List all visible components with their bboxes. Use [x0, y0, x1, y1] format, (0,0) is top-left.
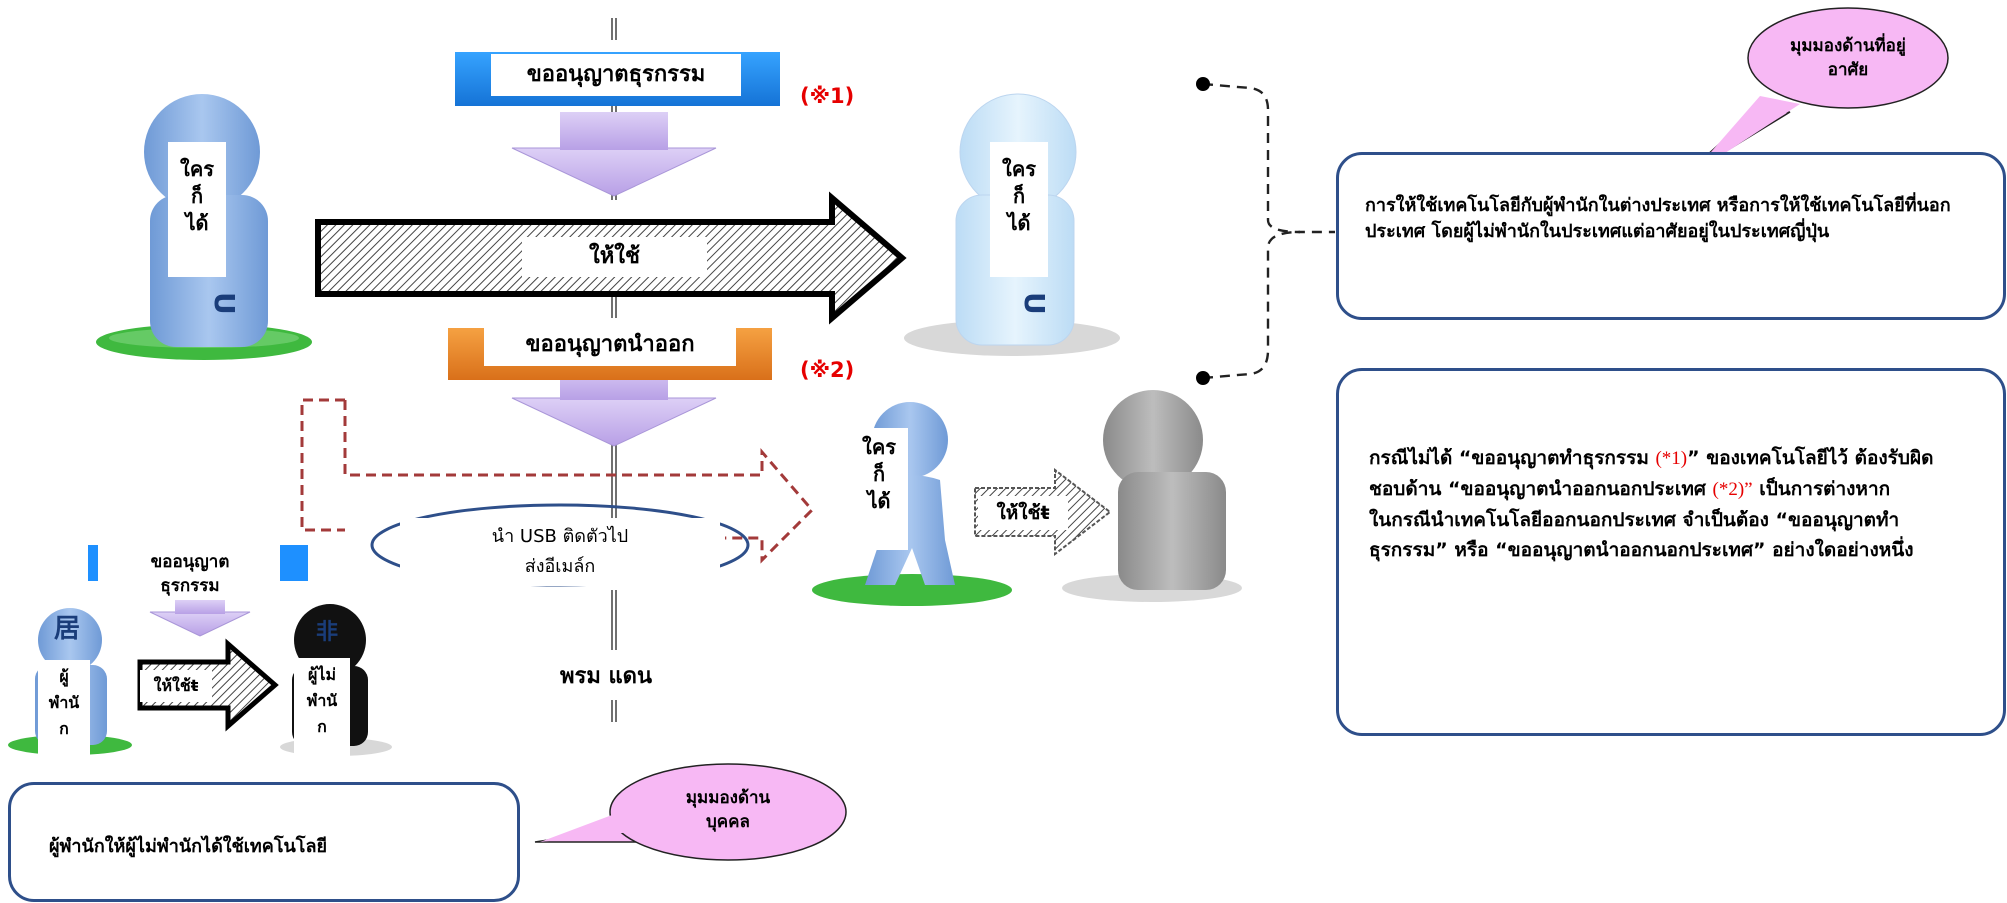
- residence-description-text: การให้ใช้เทคโนโลยีกับผู้พำนักในต่างประเท…: [1365, 195, 1951, 242]
- walker-label: ใคร ก็ ได้: [850, 428, 908, 550]
- svg-text:U: U: [1018, 292, 1051, 315]
- residence-view-label: มุมมองด้านที่อยู่ อาศัย: [1790, 36, 1906, 80]
- mini-bar-right: [280, 545, 308, 581]
- resident-label: ผู้ พำนั ก: [38, 660, 90, 756]
- mini-give-use-label: ให้ใช้ŧ: [140, 670, 212, 702]
- right-person-label: ใคร ก็ ได้: [990, 142, 1048, 277]
- explanation-text-a: กรณีไม่ได้ “ขออนุญาตทำธุรกรรม: [1369, 447, 1656, 469]
- note-2-label: (※2): [800, 358, 855, 382]
- down-arrow-icon: [511, 112, 717, 197]
- down-arrow-icon: [149, 600, 251, 637]
- explanation-paragraph-1: กรณีไม่ได้ “ขออนุญาตทำธุรกรรม (*1)” ของเ…: [1369, 443, 1939, 505]
- explanation-box: กรณีไม่ได้ “ขออนุญาตทำธุรกรรม (*1)” ของเ…: [1336, 368, 2006, 736]
- explanation-note-2: (*2)”: [1712, 479, 1753, 500]
- resident-mark: 居: [54, 614, 81, 644]
- person-description-box: ผู้พำนักให้ผู้ไม่พำนักได้ใช้เทคโนโลยี: [8, 782, 520, 902]
- mini-bar-left: [88, 545, 98, 581]
- explanation-paragraph-2: ในกรณีนำเทคโนโลยีออกนอกประเทศ จำเป็นต้อง…: [1369, 509, 1914, 561]
- border-label: พรม แดน: [560, 664, 652, 689]
- person-view-label: มุมมองด้าน บุคคล: [685, 788, 771, 832]
- person-pillar-icon: [1062, 390, 1242, 602]
- speech-bubble-person: [534, 763, 847, 861]
- export-permit-label: ขออนุญาตนำออก: [484, 324, 736, 366]
- walker-give-use-label: ให้ใช้ŧ: [978, 496, 1068, 530]
- give-use-label: ให้ใช้: [522, 237, 707, 277]
- person-description-text: ผู้พำนักให้ผู้ไม่พำนักได้ใช้เทคโนโลยี: [49, 836, 328, 857]
- explanation-text-b: ” ของเทคโนโลยีไว้ ต้องรับผิดชอบด้าน “ขออ…: [1369, 447, 1934, 500]
- svg-text:U: U: [208, 292, 241, 315]
- left-person-label: ใคร ก็ ได้: [168, 142, 226, 277]
- bracket-connector: [1202, 82, 1335, 380]
- note-1-label: (※1): [800, 84, 855, 108]
- explanation-note-1: (*1): [1655, 448, 1688, 469]
- red-dashed-arrow: [300, 398, 815, 564]
- usb-label: นำ USB ติดตัวไป ส่งอีเมล์ก: [400, 518, 720, 586]
- residence-description-box: การให้ใช้เทคโนโลยีกับผู้พำนักในต่างประเท…: [1336, 152, 2006, 320]
- explanation-text-c: เป็นการต่างหาก: [1752, 478, 1891, 500]
- nonresident-mark: 非: [316, 620, 339, 645]
- trade-permit-label: ขออนุญาตธุรกรรม: [491, 54, 741, 96]
- nonresident-label: ผู้ไม่ พำนั ก: [294, 658, 350, 756]
- mini-permit-label: ขออนุญาต ธุรกรรม: [110, 550, 270, 598]
